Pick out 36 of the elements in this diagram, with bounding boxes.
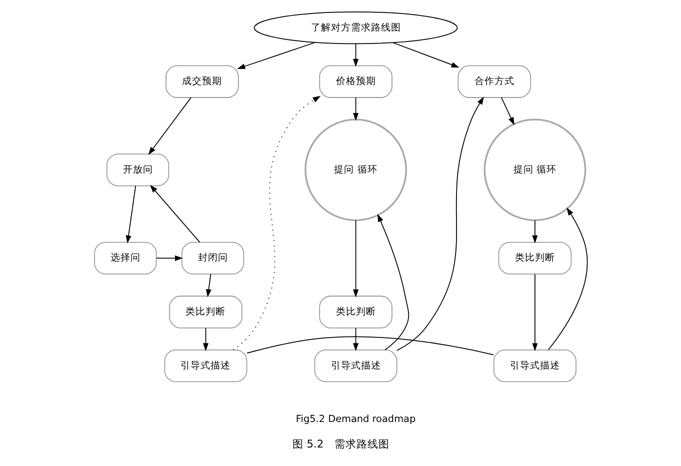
arrow xyxy=(532,220,538,244)
node-box: 引导式描述 xyxy=(164,350,247,382)
node-box: 引导式描述 xyxy=(314,350,397,382)
connector xyxy=(246,336,494,356)
node-box: 选择问 xyxy=(94,242,156,274)
arrow xyxy=(352,220,358,298)
node-box: 价格预期 xyxy=(318,65,392,98)
node-box: 类比判断 xyxy=(168,296,242,328)
label: Fig5.2 Demand roadmap xyxy=(295,414,416,426)
arrow xyxy=(396,96,484,351)
arrow xyxy=(149,184,200,243)
arrow xyxy=(156,255,182,261)
arrow xyxy=(148,97,191,155)
node-box: 引导式描述 xyxy=(492,350,576,382)
arrow xyxy=(547,207,588,350)
arrow xyxy=(532,274,538,352)
arrow xyxy=(352,43,358,67)
node-box: 成交预期 xyxy=(165,65,238,98)
arrow xyxy=(236,42,315,69)
arrow xyxy=(205,274,211,298)
node-box: 类比判断 xyxy=(318,296,392,328)
node-box: 开放问 xyxy=(106,154,169,186)
arrow xyxy=(202,328,208,352)
arrow xyxy=(232,96,320,350)
node-box: 类比判断 xyxy=(498,242,572,274)
arrow xyxy=(125,185,136,244)
arrow xyxy=(392,42,459,68)
node-ellipse: 了解对方需求路线图 xyxy=(253,11,458,44)
caption: 图 5.2 需求路线图 xyxy=(292,438,390,451)
arrow xyxy=(352,328,358,352)
node-box: 封闭问 xyxy=(180,242,244,274)
arrow xyxy=(352,97,358,121)
node-circle: 提问 循环 xyxy=(483,118,586,222)
arrow xyxy=(500,97,514,126)
arrow xyxy=(376,214,409,350)
node-box: 合作方式 xyxy=(457,65,530,98)
